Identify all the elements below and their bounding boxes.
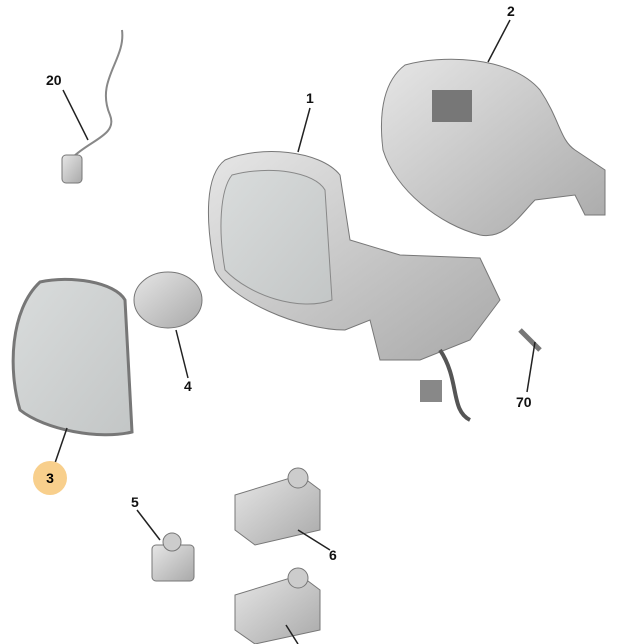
part-1-mirror-assembly[interactable] [208, 151, 501, 422]
callout-4: 4 [184, 378, 192, 394]
callout-70: 70 [516, 394, 532, 410]
callout-2: 2 [507, 3, 515, 19]
callout-20: 20 [46, 72, 62, 88]
callout-3-highlighted[interactable]: 3 [33, 461, 67, 495]
part-6-switch-unit[interactable] [234, 467, 321, 546]
part-3-mirror-glass[interactable] [11, 277, 134, 437]
callout-6: 6 [329, 547, 337, 563]
leader-lines [54, 19, 536, 644]
part-2-mirror-cover[interactable] [380, 58, 606, 237]
part-4-adjust-motor[interactable] [133, 271, 203, 329]
part-20-wire-harness[interactable] [61, 29, 124, 184]
part-70-screw[interactable] [518, 328, 542, 352]
part-5-switch[interactable] [151, 532, 195, 582]
part-6-switch-unit-second[interactable] [234, 567, 321, 644]
callout-1: 1 [306, 90, 314, 106]
callout-5: 5 [131, 494, 139, 510]
